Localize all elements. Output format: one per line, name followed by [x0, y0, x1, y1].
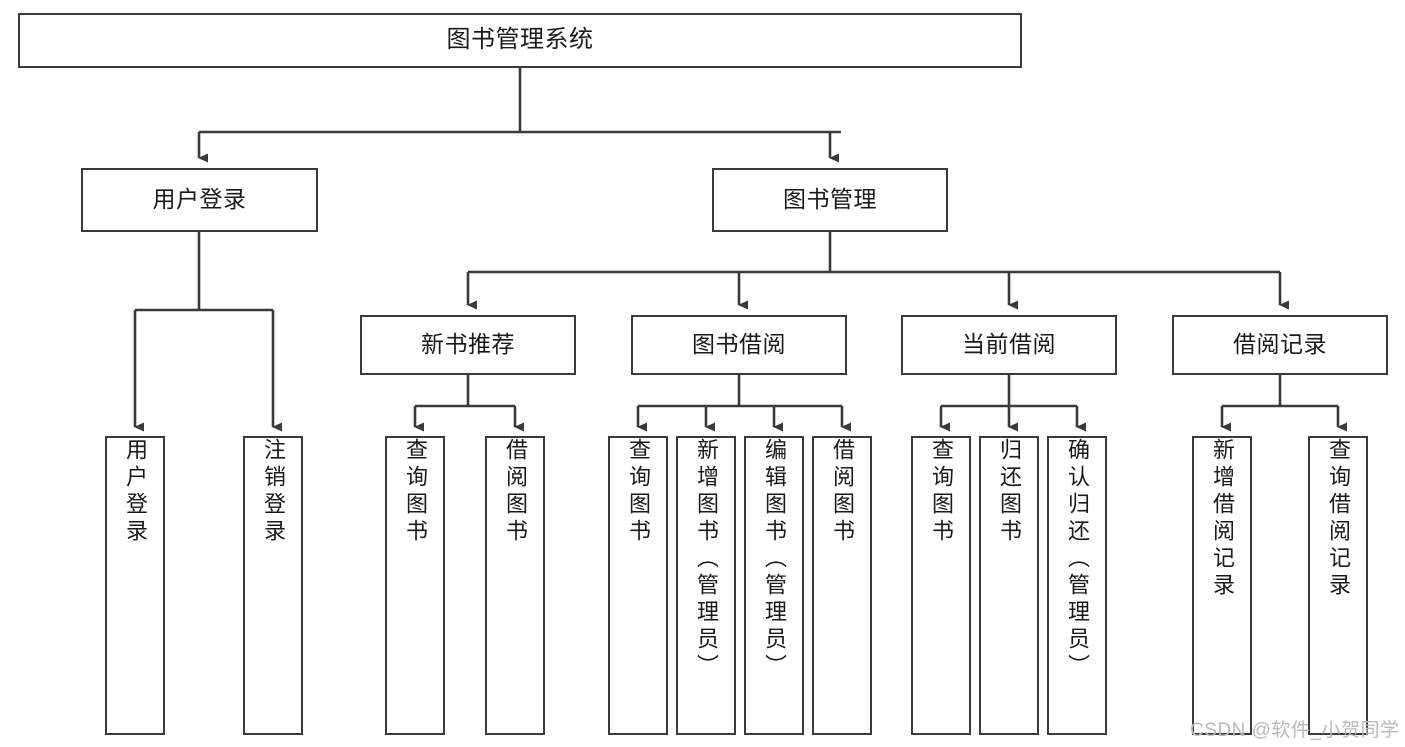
node-label: 新增借阅记录: [1210, 438, 1235, 600]
node-book-borrow[interactable]: 图书借阅: [631, 315, 847, 375]
node-root-book-management-system[interactable]: 图书管理系统: [18, 13, 1022, 68]
leaf-query-borrow-record[interactable]: 查询借阅记录: [1308, 436, 1368, 735]
leaf-borrow-book-recommend[interactable]: 借阅图书: [485, 436, 545, 735]
node-label: 图书借阅: [692, 331, 786, 358]
leaf-borrow-book[interactable]: 借阅图书: [812, 436, 872, 735]
node-borrow-record[interactable]: 借阅记录: [1172, 315, 1388, 375]
leaf-query-book-current[interactable]: 查询图书: [911, 436, 971, 735]
node-label: 新增图书（管理员）: [694, 438, 719, 681]
leaf-add-borrow-record[interactable]: 新增借阅记录: [1192, 436, 1252, 735]
node-label: 归还图书: [997, 438, 1022, 546]
node-current-borrow[interactable]: 当前借阅: [901, 315, 1117, 375]
node-label: 当前借阅: [962, 331, 1056, 358]
node-label: 图书管理系统: [446, 26, 594, 54]
leaf-edit-book[interactable]: 编辑图书（管理员）: [744, 436, 804, 735]
leaf-return-book[interactable]: 归还图书: [979, 436, 1039, 735]
leaf-logout-login[interactable]: 注销登录: [243, 436, 303, 735]
node-new-book-recommend[interactable]: 新书推荐: [360, 315, 576, 375]
node-label: 查询图书: [929, 438, 954, 546]
leaf-confirm-return[interactable]: 确认归还（管理员）: [1047, 436, 1107, 735]
node-label: 借阅记录: [1233, 331, 1327, 358]
node-label: 确认归还（管理员）: [1065, 438, 1090, 681]
node-label: 用户登录: [123, 438, 148, 546]
node-label: 查询借阅记录: [1326, 438, 1351, 600]
node-label: 借阅图书: [830, 438, 855, 546]
node-book-management[interactable]: 图书管理: [712, 168, 948, 232]
node-label: 图书管理: [783, 186, 877, 213]
node-label: 查询图书: [403, 438, 428, 546]
leaf-query-book-recommend[interactable]: 查询图书: [385, 436, 445, 735]
node-user-login[interactable]: 用户登录: [81, 168, 318, 232]
node-label: 新书推荐: [421, 331, 515, 358]
leaf-user-login[interactable]: 用户登录: [105, 436, 165, 735]
node-label: 借阅图书: [503, 438, 528, 546]
node-label: 编辑图书（管理员）: [762, 438, 787, 681]
node-label: 注销登录: [261, 438, 286, 546]
leaf-query-book-borrow[interactable]: 查询图书: [608, 436, 668, 735]
leaf-add-book[interactable]: 新增图书（管理员）: [676, 436, 736, 735]
node-label: 查询图书: [626, 438, 651, 546]
node-label: 用户登录: [152, 186, 247, 213]
